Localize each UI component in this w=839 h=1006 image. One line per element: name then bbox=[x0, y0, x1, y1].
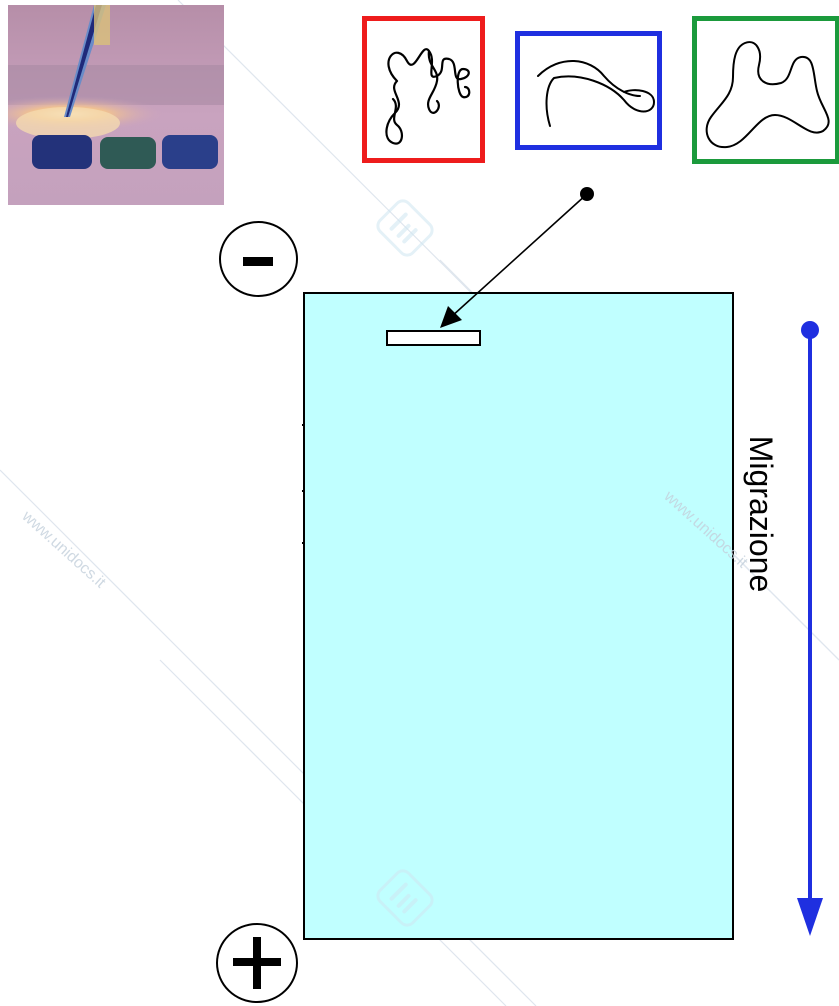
agarose-gel bbox=[303, 292, 734, 940]
circular-dna-box bbox=[692, 16, 839, 164]
migration-label: Migrazione bbox=[745, 436, 777, 593]
negative-electrode bbox=[219, 221, 298, 297]
well-icon bbox=[386, 330, 481, 346]
supercoiled-dna-box bbox=[362, 16, 485, 163]
plus-icon bbox=[218, 925, 296, 1001]
gel-tick bbox=[302, 490, 305, 492]
gel-loading-photo bbox=[8, 5, 224, 205]
positive-electrode bbox=[216, 923, 298, 1003]
circular-dna-icon bbox=[697, 21, 835, 159]
gel-tick bbox=[302, 542, 305, 544]
supercoiled-dna-icon bbox=[367, 21, 480, 158]
unidocs-logo-icon bbox=[370, 196, 440, 260]
linear-dna-box bbox=[515, 31, 662, 150]
minus-icon bbox=[221, 223, 296, 295]
watermark-text: www.unidocs.it bbox=[18, 508, 109, 592]
migration-arrow bbox=[797, 321, 823, 936]
gel-loading-pipette-photo-icon bbox=[8, 5, 224, 205]
gel-tick bbox=[302, 424, 305, 426]
unidocs-logo-icon bbox=[370, 866, 440, 930]
linear-dna-icon bbox=[520, 36, 657, 145]
